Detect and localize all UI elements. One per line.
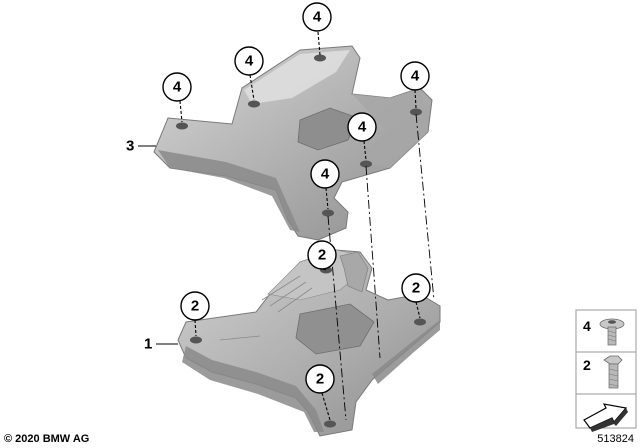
callout-number: 2	[316, 371, 324, 388]
callout-number: 4	[173, 79, 182, 96]
legend-item-screw-4: 4	[575, 309, 637, 353]
arrow-icon	[583, 403, 628, 432]
callout-number: 4	[245, 53, 254, 70]
part-label-1: 1	[144, 336, 178, 353]
legend-arrow-box	[575, 393, 637, 432]
torx-screw-icon	[599, 318, 625, 346]
callout-screw-2-right: 2	[401, 273, 431, 319]
callout-screw-4-top: 4	[302, 2, 332, 56]
hex-bolt-icon	[603, 355, 623, 389]
lower-bracket-part-1	[177, 249, 441, 437]
callout-screw-4-right: 4	[400, 61, 430, 109]
svg-text:2: 2	[583, 357, 591, 373]
callout-number: 2	[191, 298, 199, 315]
legend-item-screw-2: 2	[575, 351, 637, 395]
part-label-3: 3	[126, 138, 156, 155]
callout-screw-4-upper-left: 4	[234, 46, 264, 101]
callout-number: 2	[318, 247, 326, 264]
callout-screw-2-upper: 2	[307, 240, 337, 271]
svg-text:1: 1	[144, 336, 152, 353]
callout-screw-4-middle: 4	[347, 112, 377, 161]
upper-bracket-part-3	[153, 45, 433, 241]
callout-screw-2-bottom: 2	[305, 364, 335, 421]
svg-text:4: 4	[583, 318, 591, 334]
callout-number: 2	[412, 280, 420, 297]
copyright-text: © 2020 BMW AG	[4, 433, 89, 445]
callout-number: 4	[313, 9, 322, 26]
callout-number: 4	[358, 119, 367, 136]
callout-screw-2-left: 2	[180, 291, 210, 337]
callout-number: 4	[411, 68, 420, 85]
diagram-number: 513824	[597, 433, 634, 445]
svg-text:3: 3	[126, 138, 134, 155]
callout-screw-4-left: 4	[162, 72, 192, 123]
callout-screw-4-lower: 4	[310, 159, 340, 210]
callout-number: 4	[321, 166, 330, 183]
